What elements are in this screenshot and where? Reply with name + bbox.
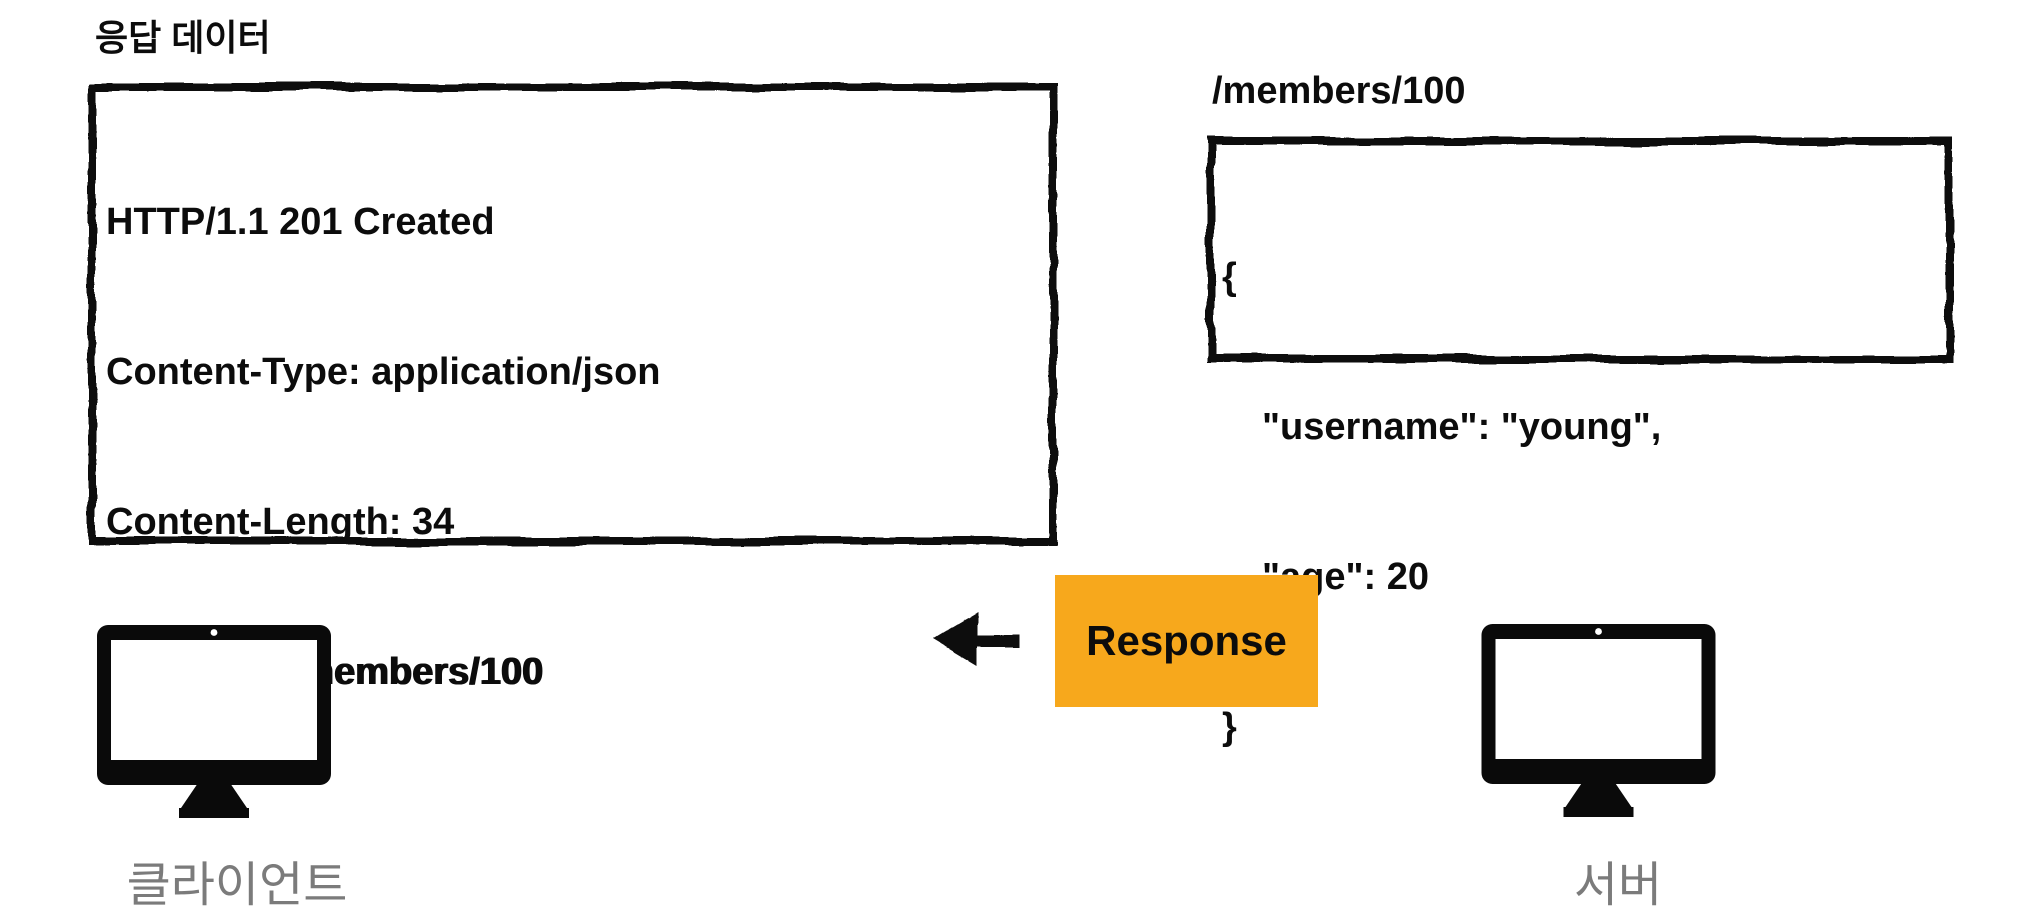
client-label: 클라이언트 [126,859,348,912]
response-data-box: HTTP/1.1 201 Created Content-Type: appli… [106,97,1036,922]
status-line: HTTP/1.1 201 Created [106,201,495,243]
monitor-stand [1565,782,1632,807]
response-flow-text: Response [1086,617,1287,664]
monitor-stand [181,783,247,808]
camera-dot-icon [1595,628,1602,635]
monitor-base [1563,807,1634,817]
server-label: 서버 [1573,859,1663,912]
page-title: 응답 데이터 [95,17,271,58]
server-monitor-icon [1481,624,1716,817]
json-username-line: "username": "young", [1262,406,1662,448]
location-value: /members/100 [288,651,543,693]
camera-dot-icon [210,629,218,636]
monitor-screen [111,640,317,760]
json-close-brace: } [1222,706,1237,748]
response-flow-label: Response [1055,575,1318,707]
monitor-base [179,808,249,818]
monitor-screen [1495,639,1702,759]
json-age-line: "age": 20 [1262,556,1429,598]
header-content-type: Content-Type: application/json [106,351,661,393]
json-open-brace: { [1222,256,1237,298]
resource-url-label: /members/100 [1212,70,1466,112]
left-arrow-icon [932,611,1019,665]
client-monitor-icon [97,625,331,818]
response-box-border [88,83,1057,545]
header-content-length: Content-Length: 34 [106,501,455,543]
resource-box-border [1207,137,1953,363]
